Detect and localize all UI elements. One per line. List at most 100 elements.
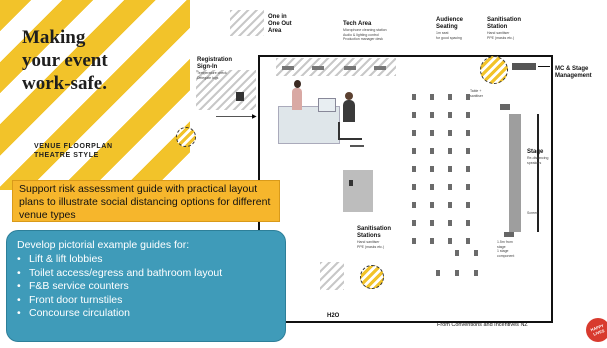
tech-desk-2 xyxy=(312,66,324,70)
audience-chair xyxy=(412,130,416,136)
stage-note: Re-distancing speakers xyxy=(527,156,549,165)
small-label-1-block: Table + sanitiser xyxy=(470,89,483,98)
audience-chair xyxy=(430,166,434,172)
small-label-2-note: 1 stage component xyxy=(497,249,515,258)
audience-chair xyxy=(412,94,416,100)
audience-chair xyxy=(430,94,434,100)
audience-chair xyxy=(455,270,459,276)
tech-desk-4 xyxy=(374,66,386,70)
sanit-top-label-block: Sanitisation Station Hand sanitiser PPE … xyxy=(487,17,521,40)
bullet-icon: • xyxy=(17,266,21,279)
audience-chair xyxy=(448,220,452,226)
audience-note: 1m seat for good spacing xyxy=(436,31,462,40)
stage-label-block: Stage Re-distancing speakers xyxy=(527,149,548,165)
table-item-1 xyxy=(349,180,353,186)
audience-chair xyxy=(430,112,434,118)
audience-chair xyxy=(430,148,434,154)
sanitiser-marker-left xyxy=(176,127,196,147)
bullet-icon: • xyxy=(17,307,21,319)
pictorial-guides-heading: Develop pictorial example guides for: xyxy=(17,239,190,251)
list-item: • Lift & lift lobbies xyxy=(17,253,275,267)
one-in-out-hatch xyxy=(230,10,264,36)
person-seated-head xyxy=(345,92,353,100)
bullet-icon: • xyxy=(17,293,21,306)
audience-chair xyxy=(430,202,434,208)
audience-chair xyxy=(448,184,452,190)
list-item-text: F&B service counters xyxy=(29,280,129,292)
h2o-hatch xyxy=(320,262,344,290)
bullet-icon: • xyxy=(17,280,21,292)
audience-chair xyxy=(430,130,434,136)
list-item: • Concourse circulation xyxy=(17,307,275,321)
venue-floorplan xyxy=(258,55,553,323)
audience-chair xyxy=(474,270,478,276)
sanit-bottom-label-block: Sanitisation Stations Hand sanitiser PPE… xyxy=(357,226,391,249)
list-item: •Front door turnstiles xyxy=(17,294,275,308)
tech-desk-3 xyxy=(344,66,356,70)
one-in-out-label: One in One Out Area xyxy=(268,14,292,34)
audience-chair xyxy=(436,270,440,276)
stage-edge xyxy=(537,114,539,232)
entry-arrow-icon: ▶ xyxy=(252,114,257,120)
sanit-top-note: Hand sanitiser PPE (masks etc.) xyxy=(487,31,515,40)
audience-chair xyxy=(448,202,452,208)
list-item-text: Concourse circulation xyxy=(29,307,130,319)
list-item: • F&B service counters xyxy=(17,280,275,294)
audience-chair xyxy=(448,94,452,100)
list-item-text: Lift & lift lobbies xyxy=(29,253,103,265)
person-seated xyxy=(343,100,355,122)
registration-title: Registration Sign-In xyxy=(197,57,233,70)
audience-chair xyxy=(466,202,470,208)
audience-chair xyxy=(466,148,470,154)
audience-chair xyxy=(412,184,416,190)
tech-area-hatch xyxy=(276,58,396,76)
audience-chair xyxy=(448,166,452,172)
mc-desk xyxy=(512,63,536,70)
audience-chair xyxy=(412,202,416,208)
registration-desk-icon xyxy=(236,92,244,101)
bullet-icon: • xyxy=(17,253,21,265)
h2o-label: H2O xyxy=(327,313,340,319)
audience-chair xyxy=(412,220,416,226)
tech-area-label: Tech Area xyxy=(343,21,372,27)
audience-chair xyxy=(448,130,452,136)
side-table xyxy=(350,145,364,147)
striped-title-panel xyxy=(0,0,190,190)
stage-speaker-bottom xyxy=(504,232,514,237)
risk-assessment-text: Support risk assessment guide with pract… xyxy=(19,183,271,221)
audience-chair xyxy=(466,166,470,172)
title-line-3: work-safe. xyxy=(22,73,107,94)
audience-chair xyxy=(448,238,452,244)
title-line-1: Making xyxy=(22,27,86,48)
screen-label: Screen xyxy=(527,211,539,215)
title-line-2: your event xyxy=(22,50,108,71)
entry-arrow-line xyxy=(216,116,254,117)
mc-stage-label: MC & Stage Management xyxy=(555,66,592,79)
tech-area-note: Microphone cleaning station Audio & ligh… xyxy=(343,28,387,41)
person-standing-head xyxy=(294,80,301,88)
audience-chair xyxy=(466,220,470,226)
stage-platform xyxy=(509,114,521,232)
subtitle-line-1: VENUE FLOORPLAN xyxy=(34,143,113,150)
tech-area-label-block: Tech Area Microphone cleaning station Au… xyxy=(343,21,387,42)
pictorial-guides-callout: Develop pictorial example guides for: • L… xyxy=(6,230,286,342)
registration-note: Temperature check Delegate logs xyxy=(197,71,227,80)
brand-logo-text: HAPPY LIVES xyxy=(589,322,606,337)
audience-chair xyxy=(455,250,459,256)
office-chair xyxy=(338,122,362,140)
risk-assessment-callout: Support risk assessment guide with pract… xyxy=(12,180,280,222)
water-station-table xyxy=(343,170,373,212)
sanit-top-label: Sanitisation Station xyxy=(487,17,522,30)
sanitiser-marker-bottom xyxy=(360,265,384,289)
audience-chair xyxy=(466,238,470,244)
list-item-text: Toilet access/egress and bathroom layout xyxy=(29,266,223,279)
audience-chair xyxy=(448,112,452,118)
title-block: Making your event work-safe. xyxy=(22,26,172,134)
tech-desk-1 xyxy=(282,66,294,70)
stage-speaker-top xyxy=(500,104,510,110)
sanit-bottom-label: Sanitisation Stations xyxy=(357,226,392,239)
audience-chair xyxy=(466,112,470,118)
pictorial-guides-list: • Lift & lift lobbies • Toilet access/egre… xyxy=(17,253,275,321)
audience-label-block: Audience Seating 1m seat for good spacin… xyxy=(436,17,463,40)
